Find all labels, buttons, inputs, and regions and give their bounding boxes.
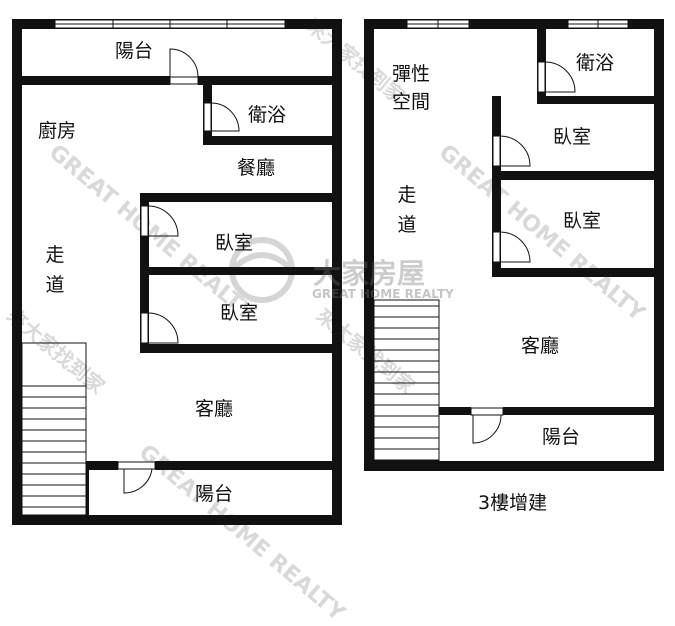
floor-plan-svg bbox=[12, 19, 664, 525]
right-bedroom-1-label: 臥室 bbox=[553, 126, 592, 148]
left-balcony-bottom-label: 陽台 bbox=[195, 483, 234, 505]
right-plan-caption: 3樓增建 bbox=[478, 492, 548, 514]
right-stair-steps bbox=[374, 305, 439, 461]
right-bath-label: 衛浴 bbox=[576, 52, 615, 74]
right-bedroom-2-label: 臥室 bbox=[563, 210, 602, 232]
left-kitchen-label: 廚房 bbox=[38, 120, 77, 142]
left-stair-steps bbox=[22, 385, 86, 508]
right-stairs bbox=[373, 299, 440, 462]
left-bedroom-2-label: 臥室 bbox=[220, 302, 259, 324]
right-balcony-label: 陽台 bbox=[542, 426, 581, 448]
floor-plan-stage: GREAT HOME REALTY GREAT HOME REALTY GREA… bbox=[2, 13, 664, 626]
right-doors bbox=[470, 61, 576, 444]
left-dining-label: 餐廳 bbox=[237, 157, 276, 179]
right-living-label: 客廳 bbox=[521, 335, 560, 357]
left-stairs bbox=[21, 342, 87, 516]
left-bath-label: 衛浴 bbox=[248, 104, 287, 126]
left-doors bbox=[117, 48, 240, 494]
left-balcony-top-label: 陽台 bbox=[115, 40, 154, 62]
right-top-windows bbox=[406, 19, 629, 29]
right-corridor-label: 走道 bbox=[397, 184, 417, 236]
right-flex-space-label: 彈性空間 bbox=[392, 63, 431, 113]
left-top-window bbox=[54, 19, 286, 29]
left-corridor-label: 走道 bbox=[45, 244, 65, 296]
left-bedroom-1-label: 臥室 bbox=[215, 232, 254, 254]
left-living-label: 客廳 bbox=[195, 398, 234, 420]
